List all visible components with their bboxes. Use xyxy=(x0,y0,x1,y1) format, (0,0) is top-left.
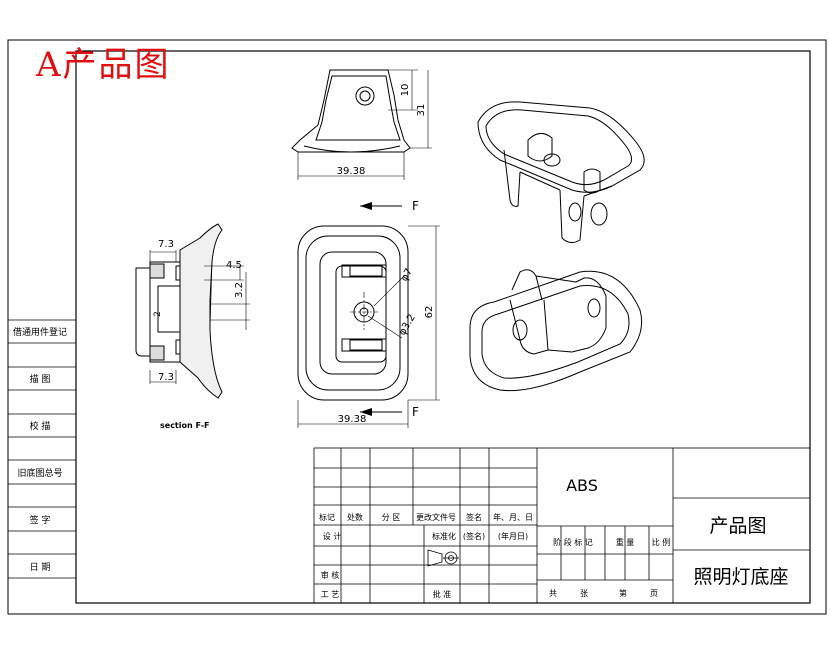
tb-rev-count: 处数 xyxy=(347,512,363,522)
front-dim-width: 39.38 xyxy=(338,414,367,425)
projection-symbol-icon xyxy=(427,549,459,567)
section-dim-top: 7.3 xyxy=(158,239,174,250)
top-dim-width: 39.38 xyxy=(337,166,366,177)
left-label-trace: 描 图 xyxy=(30,373,51,385)
iso-view-bottom xyxy=(469,269,643,392)
tb-rev-date: 年、月、日 xyxy=(493,512,533,522)
front-view xyxy=(297,202,440,428)
front-dim-hole-large: φ7 xyxy=(399,267,415,284)
tb-review: 审 核 xyxy=(321,570,340,580)
tb-scale: 比 例 xyxy=(652,537,671,547)
tb-stage-mark: 阶 段 标 记 xyxy=(553,537,593,547)
tb-approve: 批 准 xyxy=(433,589,452,599)
top-dim-hole: 10 xyxy=(400,84,411,97)
tb-sheet-total: 共 xyxy=(549,589,557,598)
left-label-old-number: 旧底图总号 xyxy=(17,467,62,479)
tb-design: 设 计 xyxy=(323,531,342,541)
section-dim-right-small: 4.5 xyxy=(226,260,242,271)
section-dim-right-mid: 3.2 xyxy=(234,282,245,298)
tb-rev-zone: 分 区 xyxy=(382,513,401,522)
left-column xyxy=(8,319,76,579)
left-label-date: 日 期 xyxy=(30,562,51,573)
left-label-register: 借通用件登记 xyxy=(13,326,67,338)
tb-sheet-no: 第 xyxy=(619,588,627,598)
tb-sign: (签名) xyxy=(463,531,485,541)
tb-weight: 重 量 xyxy=(616,537,635,547)
tb-rev-sign: 签名 xyxy=(466,512,482,522)
tb-rev-mark: 标记 xyxy=(319,512,335,522)
tb-part-name: 照明灯底座 xyxy=(693,566,788,588)
front-section-marker-top: F xyxy=(412,199,419,213)
title-block xyxy=(313,447,811,604)
section-dim-bottom: 7.3 xyxy=(158,372,174,383)
tb-rev-file: 更改文件号 xyxy=(416,512,456,522)
tb-material: ABS xyxy=(566,476,598,495)
iso-view-top xyxy=(477,101,645,244)
tb-standardize: 标准化 xyxy=(432,531,456,541)
section-label: section F-F xyxy=(160,421,209,430)
front-dim-height: 62 xyxy=(424,306,435,319)
page-title: A产品图 xyxy=(36,45,171,85)
front-section-marker-bottom: F xyxy=(412,405,419,419)
section-dim-left: 2 xyxy=(153,311,163,317)
left-label-check: 校 描 xyxy=(30,420,51,432)
left-label-signature: 签 字 xyxy=(30,514,51,526)
tb-sheet-unit: 张 xyxy=(580,589,588,598)
top-dim-height: 31 xyxy=(416,104,427,117)
tb-process: 工 艺 xyxy=(321,590,340,599)
tb-date: (年月日) xyxy=(498,531,528,541)
top-view xyxy=(291,69,432,180)
tb-drawing-type: 产品图 xyxy=(709,515,766,537)
section-view xyxy=(135,223,250,399)
outer-border xyxy=(7,39,827,615)
tb-sheet-page: 页 xyxy=(650,589,658,598)
